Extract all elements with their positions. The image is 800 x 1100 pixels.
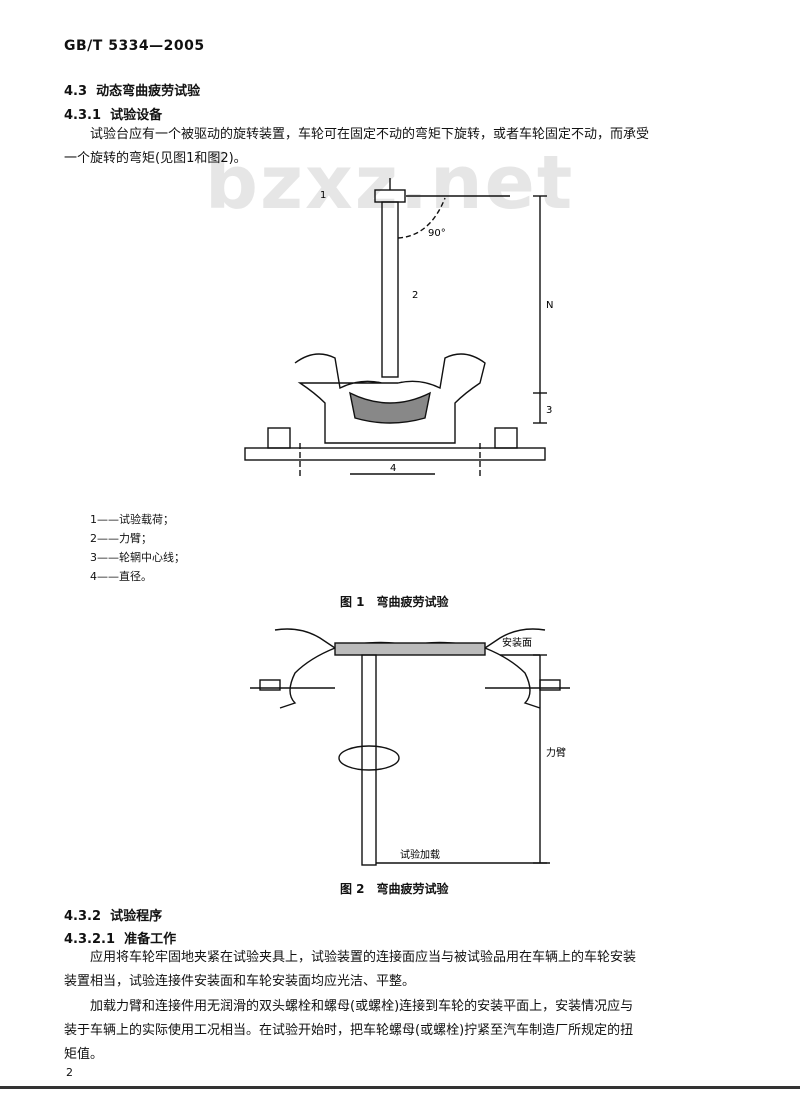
mount-plate [334, 642, 486, 656]
paragraph-line: 试验台应有一个被驱动的旋转装置，车轮可在固定不动的弯矩下旋转，或者车轮固定不动，… [90, 127, 650, 142]
section-title: 准备工作 [124, 932, 177, 947]
figure-2-caption: 图 2 弯曲疲劳试验 [340, 882, 449, 896]
figure-1-legend: 1——试验载荷； 2——力臂； 3——轮辋中心线； 4——直径。 [90, 510, 185, 586]
paragraph-line: 加载力臂和连接件用无润滑的双头螺栓和螺母(或螺栓)连接到车轮的安装平面上，安装情… [90, 999, 634, 1014]
arm-top-block [374, 189, 406, 203]
section-title: 试验设备 [110, 108, 163, 123]
label-test-load: 试验加载 [400, 848, 440, 861]
bolt-right [494, 427, 518, 449]
label-load: 1 [320, 190, 326, 201]
section-number: 4.3 [64, 84, 88, 99]
legend-item: 4——直径。 [90, 570, 152, 583]
label-force-arm: 力臂 [546, 746, 566, 759]
label-mount-face: 安装面 [502, 636, 532, 649]
wheel-right-profile [483, 628, 546, 709]
figure-1-caption: 图 1 弯曲疲劳试验 [340, 595, 449, 609]
section-number: 4.3.1 [64, 108, 102, 123]
legend-item: 1——试验载荷； [90, 513, 174, 526]
section-title: 试验程序 [110, 909, 163, 924]
legend-item: 2——力臂； [90, 532, 152, 545]
footer-rule [0, 1086, 800, 1089]
section-number: 4.3.2 [64, 909, 102, 924]
label-r-dim: N [546, 300, 553, 311]
figure-2-drawing: 安装面 力臂 试验加载 [250, 628, 570, 866]
force-arm [361, 654, 377, 866]
section-4-3-2-1-heading: 4.3.2.1 准备工作 [64, 928, 176, 947]
page-number: 2 [66, 1066, 73, 1079]
section-title: 动态弯曲疲劳试验 [96, 84, 201, 99]
rotation-arrow [338, 745, 400, 771]
load-arm [381, 201, 399, 378]
label-offset: 3 [546, 405, 552, 416]
label-angle: 90° [428, 228, 446, 239]
paragraph-line: 装置相当，试验连接件安装面和车轮安装面均应光洁、平整。 [64, 974, 416, 989]
figure-1-drawing: 1 90° 2 N 3 4 [244, 178, 553, 478]
section-4-3-1-heading: 4.3.1 试验设备 [64, 104, 162, 123]
paragraph-line: 矩值。 [64, 1047, 104, 1062]
paragraph-line: 装于车辆上的实际使用工况相当。在试验开始时，把车轮螺母(或螺栓)拧紧至汽车制造厂… [64, 1023, 634, 1038]
paragraph-line: 应用将车轮牢固地夹紧在试验夹具上，试验装置的连接面应当与被试验品用在车辆上的车轮… [90, 950, 637, 965]
paragraph-line: 一个旋转的弯矩(见图1和图2)。 [64, 151, 247, 166]
base-plate [244, 447, 546, 461]
standard-number: GB/T 5334—2005 [64, 38, 205, 54]
wheel-section [294, 353, 486, 444]
legend-item: 3——轮辋中心线； [90, 551, 185, 564]
bolt-left [267, 427, 291, 449]
hub [349, 391, 431, 424]
section-4-3-heading: 4.3 动态弯曲疲劳试验 [64, 80, 200, 99]
label-diameter: 4 [390, 463, 396, 474]
label-arm: 2 [412, 290, 418, 301]
section-4-3-2-heading: 4.3.2 试验程序 [64, 905, 162, 924]
watermark: bzxz.net [205, 140, 575, 226]
wheel-left-profile [274, 628, 337, 709]
section-number: 4.3.2.1 [64, 932, 115, 947]
